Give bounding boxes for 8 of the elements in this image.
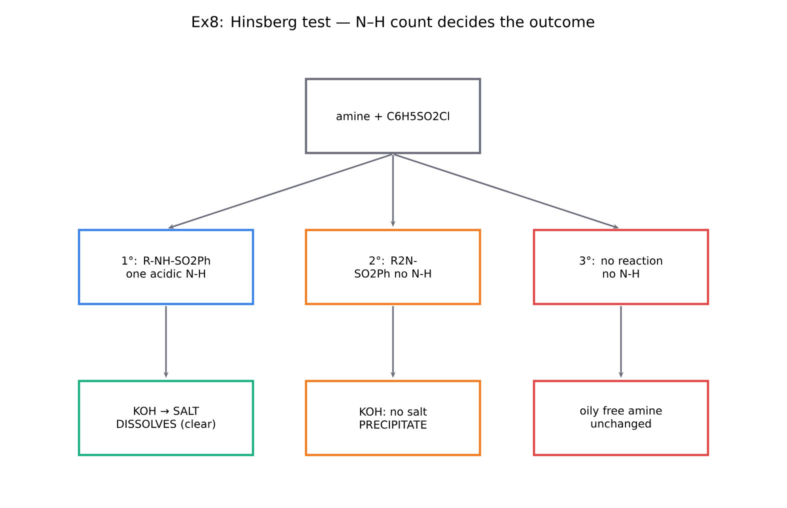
process-box: 2°: R2N-SO2Ph no N-H (304, 228, 482, 306)
process-box: oily free amine unchanged (532, 380, 710, 456)
title: Ex8: Hinsberg test — N–H count decides the outcome (192, 16, 594, 30)
process-box: 3°: no reaction no N-H (532, 228, 710, 306)
process-box: KOH → SALT DISSOLVES (clear) (78, 380, 254, 456)
process-box: amine + C6H5SO2Cl (304, 78, 482, 154)
process-box: 1°: R-NH-SO2Ph one acidic N-H (78, 228, 254, 306)
process-box: KOH: no salt PRECIPITATE (304, 380, 482, 456)
